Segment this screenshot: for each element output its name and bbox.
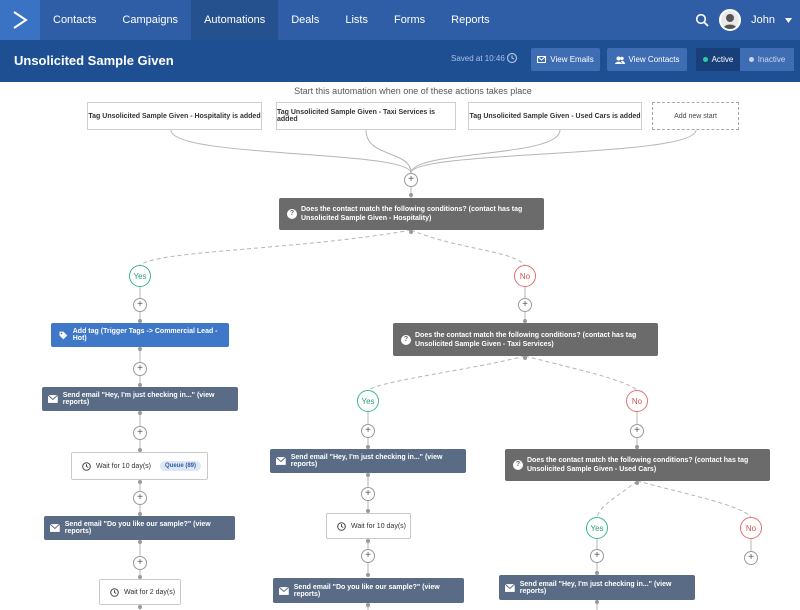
wait-text: Wait for 10 day(s) <box>351 522 406 530</box>
active-dot <box>702 57 708 62</box>
envelope-icon <box>505 583 515 592</box>
add-step-button[interactable]: + <box>361 487 375 501</box>
saved-status: Saved at 10:46 <box>451 54 505 63</box>
add-step-button[interactable]: + <box>133 491 147 505</box>
queue-badge[interactable]: Queue (89) <box>159 461 201 471</box>
add-step-button[interactable]: + <box>744 551 758 565</box>
history-icon[interactable] <box>506 52 518 64</box>
send-email-sample-action[interactable]: Send email "Do you like our sample?" (vi… <box>44 516 235 540</box>
view-contacts-button[interactable]: View Contacts <box>607 48 687 71</box>
add-step-button[interactable]: + <box>630 424 644 438</box>
condition-taxi-services[interactable]: ? Does the contact match the following c… <box>393 323 658 356</box>
envelope-icon <box>48 395 58 403</box>
send-email-checking-in-action[interactable]: Send email "Hey, I'm just checking in...… <box>42 387 238 411</box>
yes-branch-label: Yes <box>586 517 608 539</box>
chevron-right-logo-icon <box>13 11 28 29</box>
add-step-button[interactable]: + <box>133 362 147 376</box>
user-avatar-icon <box>723 14 738 29</box>
email-action-text: Send email "Hey, I'm just checking in...… <box>62 392 215 406</box>
status-active-toggle[interactable]: Active <box>696 48 740 71</box>
send-email-checking-in-action[interactable]: Send email "Hey, I'm just checking in...… <box>270 449 466 473</box>
email-action-text: Send email "Hey, I'm just checking in...… <box>519 580 672 595</box>
wait-2-days-step[interactable]: Wait for 2 day(s) <box>99 579 181 605</box>
envelope-icon <box>50 524 60 532</box>
trigger-taxi-services[interactable]: Tag Unsolicited Sample Given - Taxi Serv… <box>276 102 456 130</box>
nav-deals[interactable]: Deals <box>291 14 320 26</box>
wait-text: Wait for 2 day(s) <box>124 588 176 596</box>
status-active-label: Active <box>711 55 734 64</box>
question-icon: ? <box>513 460 523 470</box>
user-name[interactable]: John <box>751 14 775 26</box>
avatar[interactable] <box>719 9 742 31</box>
status-inactive-toggle[interactable]: Inactive <box>740 48 794 71</box>
add-tag-action[interactable]: Add tag (Trigger Tags -> Commercial Lead… <box>51 323 229 347</box>
users-icon <box>614 56 625 64</box>
add-step-button[interactable]: + <box>133 556 147 570</box>
no-branch-label: No <box>626 390 648 412</box>
nav-campaigns[interactable]: Campaigns <box>122 14 179 26</box>
email-action-text: Send email "Do you like our sample?" (vi… <box>64 521 211 535</box>
add-step-button[interactable]: + <box>590 549 604 563</box>
clock-icon <box>110 587 119 597</box>
view-contacts-label: View Contacts <box>628 55 680 64</box>
envelope-icon <box>279 586 289 595</box>
yes-branch-label: Yes <box>357 390 379 412</box>
nav-lists[interactable]: Lists <box>345 14 368 26</box>
condition-hospitality[interactable]: ? Does the contact match the following c… <box>279 198 544 230</box>
trigger-used-cars[interactable]: Tag Unsolicited Sample Given - Used Cars… <box>468 102 642 130</box>
automation-header: Unsolicited Sample Given Saved at 10:46 … <box>0 40 800 82</box>
nav-forms[interactable]: Forms <box>393 14 426 26</box>
view-emails-button[interactable]: View Emails <box>531 48 600 71</box>
add-step-button[interactable]: + <box>404 173 418 187</box>
nav-reports[interactable]: Reports <box>451 14 490 26</box>
page-title: Unsolicited Sample Given <box>14 53 174 68</box>
question-icon: ? <box>401 334 411 345</box>
tag-icon <box>59 331 68 339</box>
view-emails-label: View Emails <box>550 55 594 64</box>
clock-icon <box>82 461 91 471</box>
add-step-button[interactable]: + <box>361 549 375 563</box>
workflow-intro: Start this automation when one of these … <box>294 86 532 96</box>
clock-icon <box>337 521 346 531</box>
condition-text: Does the contact match the following con… <box>415 331 637 348</box>
add-new-start-button[interactable]: Add new start <box>652 102 739 130</box>
tag-action-text: Add tag (Trigger Tags -> Commercial Lead… <box>72 328 218 342</box>
wait-text: Wait for 10 day(s) <box>96 462 151 470</box>
wait-10-days-step[interactable]: Wait for 10 day(s) <box>326 513 411 539</box>
envelope-icon <box>276 457 286 465</box>
no-branch-label: No <box>514 265 536 287</box>
send-email-checking-in-action[interactable]: Send email "Hey, I'm just checking in...… <box>499 575 695 600</box>
search-icon[interactable] <box>695 13 709 27</box>
nav-contacts[interactable]: Contacts <box>53 14 97 26</box>
condition-used-cars[interactable]: ? Does the contact match the following c… <box>505 449 770 481</box>
send-email-sample-action[interactable]: Send email "Do you like our sample?" (vi… <box>273 578 464 603</box>
email-action-text: Send email "Hey, I'm just checking in...… <box>290 454 443 468</box>
question-icon: ? <box>287 209 297 219</box>
nav-automations[interactable]: Automations <box>191 0 279 40</box>
wait-10-days-step[interactable]: Wait for 10 day(s) Queue (89) <box>71 452 208 480</box>
envelope-icon <box>537 56 547 63</box>
email-action-text: Send email "Do you like our sample?" (vi… <box>293 583 440 598</box>
trigger-hospitality[interactable]: Tag Unsolicited Sample Given - Hospitali… <box>87 102 262 130</box>
top-navigation: Contacts Campaigns Automations Deals Lis… <box>0 0 800 40</box>
status-inactive-label: Inactive <box>757 55 786 64</box>
yes-branch-label: Yes <box>129 265 151 287</box>
add-step-button[interactable]: + <box>361 424 375 438</box>
caret-down-icon[interactable] <box>785 17 792 23</box>
inactive-dot <box>748 57 754 62</box>
app-logo[interactable] <box>0 0 40 40</box>
add-step-button[interactable]: + <box>518 298 532 312</box>
add-step-button[interactable]: + <box>133 298 147 312</box>
condition-text: Does the contact match the following con… <box>527 457 749 473</box>
no-branch-label: No <box>740 517 762 539</box>
condition-text: Does the contact match the following con… <box>301 206 523 222</box>
add-step-button[interactable]: + <box>133 426 147 440</box>
